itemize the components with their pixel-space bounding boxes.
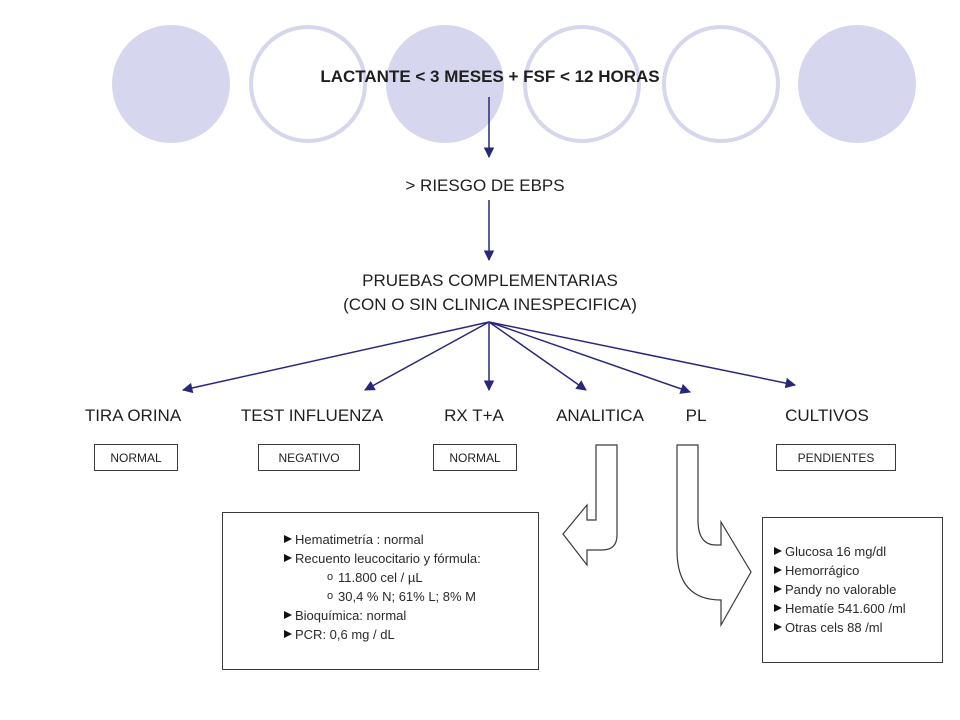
result-text-rx: NORMAL bbox=[449, 450, 501, 465]
decor-circle-3 bbox=[386, 25, 504, 143]
pl-details-box: Glucosa 16 mg/dl Hemorrágico Pandy no va… bbox=[762, 517, 943, 663]
pl-item-hematie: Hematíe 541.600 /ml bbox=[773, 599, 942, 618]
pl-details-list: Glucosa 16 mg/dl Hemorrágico Pandy no va… bbox=[773, 542, 942, 637]
branch-label-rx: RX T+A bbox=[444, 406, 504, 425]
diagram-title: LACTANTE < 3 MESES + FSF < 12 HORAS bbox=[320, 67, 660, 86]
branch-label-cultivos: CULTIVOS bbox=[785, 406, 869, 425]
arrow-to-analitica bbox=[488, 321, 587, 391]
analitica-details-list: Hematimetría : normal Recuento leucocita… bbox=[283, 530, 538, 644]
analitica-subitem-formula: 30,4 % N; 61% L; 8% M bbox=[283, 587, 538, 606]
arrow-to-tira-orina bbox=[181, 321, 490, 394]
decor-circle-2 bbox=[249, 25, 367, 143]
analitica-item-pcr: PCR: 0,6 mg / dL bbox=[283, 625, 538, 644]
u-arrow-pl bbox=[676, 444, 752, 628]
result-box-cultivos: PENDIENTES bbox=[776, 444, 896, 471]
decor-circle-6 bbox=[798, 25, 916, 143]
result-box-test-influenza: NEGATIVO bbox=[258, 444, 360, 471]
analitica-item-recuento: Recuento leucocitario y fórmula: bbox=[283, 549, 538, 568]
arrow-to-cultivos bbox=[488, 321, 797, 389]
result-box-rx: NORMAL bbox=[433, 444, 517, 471]
branch-label-analitica: ANALITICA bbox=[556, 406, 644, 425]
result-text-cultivos: PENDIENTES bbox=[797, 450, 875, 465]
result-box-tira-orina: NORMAL bbox=[94, 444, 178, 471]
decor-circle-5 bbox=[662, 25, 780, 143]
u-arrow-analitica bbox=[562, 444, 618, 567]
analitica-item-bioquimica: Bioquímica: normal bbox=[283, 606, 538, 625]
result-text-test-influenza: NEGATIVO bbox=[278, 450, 340, 465]
decor-circle-1 bbox=[112, 25, 230, 143]
risk-label: > RIESGO DE EBPS bbox=[405, 176, 565, 195]
arrow-to-pl bbox=[488, 321, 691, 394]
tests-label-line2: (CON O SIN CLINICA INESPECIFICA) bbox=[343, 295, 637, 314]
branch-label-pl: PL bbox=[685, 406, 707, 425]
pl-item-hemorragico: Hemorrágico bbox=[773, 561, 942, 580]
tests-label-line1: PRUEBAS COMPLEMENTARIAS bbox=[362, 271, 618, 290]
result-text-tira-orina: NORMAL bbox=[110, 450, 162, 465]
pl-item-otras: Otras cels 88 /ml bbox=[773, 618, 942, 637]
branch-label-test-influenza: TEST INFLUENZA bbox=[240, 406, 384, 425]
analitica-item-hematimetria: Hematimetría : normal bbox=[283, 530, 538, 549]
pl-item-glucosa: Glucosa 16 mg/dl bbox=[773, 542, 942, 561]
pl-item-pandy: Pandy no valorable bbox=[773, 580, 942, 599]
decor-circle-4 bbox=[523, 25, 641, 143]
analitica-subitem-leucocitos: 11.800 cel / µL bbox=[283, 568, 538, 587]
branch-label-tira-orina: TIRA ORINA bbox=[84, 406, 182, 425]
analitica-details-box: Hematimetría : normal Recuento leucocita… bbox=[222, 512, 539, 670]
arrow-to-test-influenza bbox=[364, 321, 490, 391]
